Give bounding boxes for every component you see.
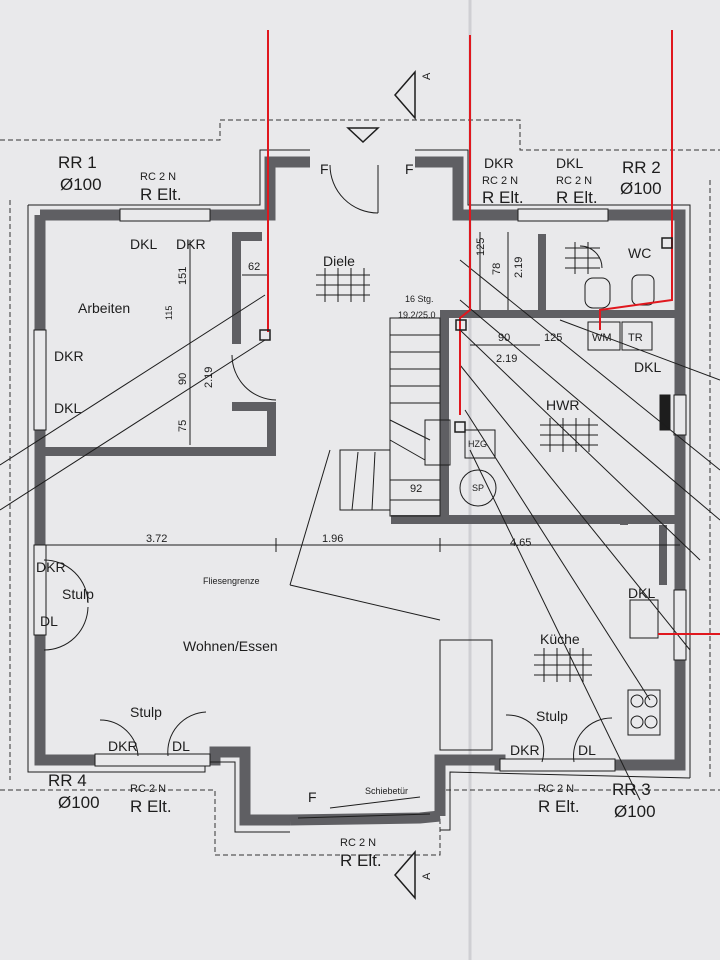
rc-label-bottom-left: RC 2 N: [130, 783, 166, 795]
vent-rr1-name: RR 1: [58, 153, 97, 172]
vent-rr4-size: Ø100: [58, 793, 100, 812]
elt-label-bottom-center: R Elt.: [340, 851, 382, 870]
elt-label-top-center: R Elt.: [482, 188, 524, 207]
section-mark-top: A: [421, 72, 433, 80]
door-swings: [43, 164, 613, 819]
stairs-ratio: 19.2/25.0: [398, 310, 436, 320]
door-mark-f-bottom: F: [308, 789, 317, 805]
rc-label-bottom-right: RC 2 N: [538, 783, 574, 795]
window-tag-dkl-hwr: DKL: [634, 359, 661, 375]
vent-rr2-size: Ø100: [620, 179, 662, 198]
room-wc: WC: [628, 245, 651, 261]
fixtures: [424, 274, 671, 751]
room-wohnen-essen: Wohnen/Essen: [183, 638, 278, 654]
interior-walls: [40, 232, 681, 585]
window-tag-dkr-top: DKR: [484, 155, 514, 171]
dim-219-hwr: 2.19: [496, 353, 517, 365]
vent-rr3-name: RR 3: [612, 780, 651, 799]
dim-92: 92: [410, 483, 422, 495]
window-tag-dl-kueche: DL: [578, 742, 596, 758]
section-mark-bottom: A: [421, 872, 433, 880]
window-tag-dl-south: DL: [172, 738, 190, 754]
room-hwr: HWR: [546, 397, 579, 413]
dim-125-hwr: 125: [544, 332, 562, 344]
staircase: [339, 317, 441, 517]
section-markers: [346, 69, 416, 901]
window-tag-dkl-arbeiten: DKL: [130, 236, 157, 252]
rc-label-bottom-center: RC 2 N: [340, 837, 376, 849]
sliding-arrow: [329, 796, 421, 809]
dim-90-hwr: 90: [498, 332, 510, 344]
window-tag-dl-west: DL: [40, 613, 58, 629]
vent-rr4-name: RR 4: [48, 771, 87, 790]
door-mark-f-right: F: [405, 161, 414, 177]
exterior-wall-outline: [27, 149, 691, 833]
dim-196: 1.96: [322, 533, 343, 545]
dim-62: 62: [248, 261, 260, 273]
door-mark-f-left: F: [320, 161, 329, 177]
dim-115: 115: [164, 306, 174, 320]
dim-219-left: 2.19: [203, 367, 215, 388]
diagonal-reference-lines: [0, 259, 720, 801]
window-tag-stulp-west: Stulp: [62, 586, 94, 602]
window-tag-dkl-kueche: DKL: [628, 585, 655, 601]
duct-points: [259, 237, 673, 433]
window-tag-dkr-left: DKR: [54, 348, 84, 364]
room-kueche: Küche: [540, 631, 580, 647]
window-tag-dkr-west: DKR: [36, 559, 66, 575]
exterior-walls: [34, 156, 686, 826]
rc-label-top-right: RC 2 N: [556, 175, 592, 187]
dim-90-left: 90: [177, 373, 189, 385]
window-tag-dkl-left: DKL: [54, 400, 81, 416]
vent-rr1-size: Ø100: [60, 175, 102, 194]
fixture-tr: TR: [628, 332, 643, 344]
window-tag-stulp-kueche: Stulp: [536, 708, 568, 724]
dim-465: 4.65: [510, 537, 531, 549]
stairs-steps: 16 Stg.: [405, 294, 434, 304]
vent-rr3-size: Ø100: [614, 802, 656, 821]
door-mark-schiebetuer: Schiebetür: [365, 786, 408, 796]
room-arbeiten: Arbeiten: [78, 300, 130, 316]
window-tag-dkr-arbeiten: DKR: [176, 236, 206, 252]
rc-label-top-center: RC 2 N: [482, 175, 518, 187]
dim-372: 3.72: [146, 533, 167, 545]
tile-symbols: [316, 242, 600, 682]
elt-label-top-right: R Elt.: [556, 188, 598, 207]
elt-label-bottom-right: R Elt.: [538, 797, 580, 816]
dim-125-top: 125: [475, 238, 487, 256]
window-tag-dkr-south: DKR: [108, 738, 138, 754]
dim-219-wc: 2.19: [513, 257, 525, 278]
room-diele: Diele: [323, 253, 355, 269]
red-service-lines: [267, 30, 720, 635]
window-tag-stulp-south: Stulp: [130, 704, 162, 720]
dim-151: 151: [177, 267, 189, 285]
window-tag-dkl-top: DKL: [556, 155, 583, 171]
outer-dashed-boundary: [0, 119, 720, 856]
dim-78: 78: [491, 263, 503, 275]
elt-label-top-left: R Elt.: [140, 185, 182, 204]
vent-rr2-name: RR 2: [622, 158, 661, 177]
fixture-sp: SP: [472, 483, 484, 493]
rc-label-top-left: RC 2 N: [140, 171, 176, 183]
dim-75: 75: [177, 420, 189, 432]
tile-border-label: Fliesengrenze: [203, 576, 260, 586]
fixture-wm: WM: [592, 332, 612, 344]
fixture-hzg: HZG: [468, 439, 487, 449]
elt-label-bottom-left: R Elt.: [130, 797, 172, 816]
windows: [33, 208, 687, 772]
dimension-lines: [40, 232, 680, 552]
window-tag-dkr-kueche: DKR: [510, 742, 540, 758]
